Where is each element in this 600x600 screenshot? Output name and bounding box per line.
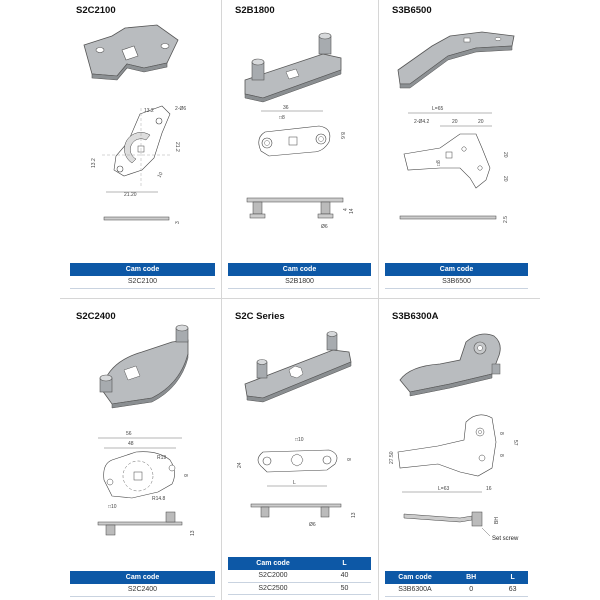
table-header: BH [445, 571, 498, 584]
table-header: Cam code [385, 571, 445, 584]
dimension-label: 10 [157, 171, 165, 179]
dimension-label: 16 [486, 486, 492, 492]
table-cell: 50 [318, 582, 371, 595]
product-drawing: L=65 2-Ø4.2 20 20 □8 20 20 2.5 [380, 18, 535, 263]
technical-drawing-svg: 36 □8 8.6 14 4 Ø6 [244, 32, 355, 230]
table-cell: S3B6500 [385, 276, 528, 289]
table-cell: S2C2100 [70, 276, 215, 289]
dimension-label: R14.8 [152, 496, 166, 502]
dimension-label: Ø6 [321, 224, 328, 230]
dimension-label: 20 [452, 119, 458, 125]
table-header: Cam code [228, 557, 318, 570]
technical-drawing-svg: 56 48 R19 8 R14.8 □10 13 [97, 324, 196, 536]
dimension-label: L [293, 480, 296, 486]
dimension-label: □8 [436, 160, 442, 166]
dimension-label: R19 [157, 455, 166, 461]
cam-code-table: Cam code L S2C2000 40 S2C2500 50 [228, 557, 371, 595]
dimension-label: □10 [108, 504, 117, 510]
dimension-label: 8 [498, 454, 504, 457]
product-title: S2C Series [235, 311, 285, 322]
dimension-label: 13.2 [91, 158, 97, 168]
technical-drawing-svg: L=65 2-Ø4.2 20 20 □8 20 20 2.5 [397, 31, 515, 223]
dimension-label: 2-Ø6 [175, 106, 186, 112]
table-header: Cam code [228, 263, 371, 276]
dimension-label: 20 [502, 152, 508, 158]
product-title: S2C2100 [76, 5, 116, 16]
product-title: S2C2400 [76, 311, 116, 322]
table-header: L [497, 571, 528, 584]
dimension-label: 20 [502, 176, 508, 182]
product-drawing: 56 48 R19 8 R14.8 □10 13 [62, 322, 217, 567]
product-title: S3B6300A [392, 311, 439, 322]
table-header: L [318, 557, 371, 570]
dimension-label: 24 [237, 462, 243, 468]
dimension-label: 8 [345, 458, 351, 461]
dimension-label: L=65 [432, 106, 443, 112]
table-cell: 63 [497, 584, 528, 597]
table-cell: S2C2500 [228, 582, 318, 595]
table-cell: S2C2400 [70, 584, 215, 597]
technical-drawing-svg: 27.50 8 8 57 L=63 16 BH Set screw [389, 333, 519, 542]
dimension-label: 2.5 [503, 216, 509, 223]
table-cell: S2C2000 [228, 570, 318, 583]
dimension-label: 36 [283, 105, 289, 111]
column-divider [378, 0, 379, 600]
dimension-label: 20 [478, 119, 484, 125]
product-title: S2B1800 [235, 5, 275, 16]
dimension-label: 21.20 [124, 192, 137, 198]
dimension-label: 4 [343, 208, 349, 211]
table-cell: S3B6300A [385, 584, 445, 597]
dimension-label: 13 [351, 512, 357, 518]
table-header: Cam code [385, 263, 528, 276]
product-drawing: □10 24 8 L 13 Ø6 [223, 322, 378, 557]
dimension-label: 8 [498, 432, 504, 435]
dimension-label: 13 [190, 530, 196, 536]
dimension-label: 48 [128, 441, 134, 447]
dimension-label: 8 [182, 474, 188, 477]
dimension-label: 57 [512, 440, 518, 446]
table-cell: 0 [445, 584, 498, 597]
dimension-label: 27.50 [389, 451, 395, 464]
product-drawing: 13.2 2-Ø6 21.2 13.2 10 21.20 3 [62, 18, 217, 263]
dimension-label: 13.2 [144, 108, 154, 114]
dimension-label: 21.2 [174, 142, 180, 152]
product-drawing: 27.50 8 8 57 L=63 16 BH Set screw [380, 322, 535, 557]
table-cell: S2B1800 [228, 276, 371, 289]
dimension-label: □8 [279, 115, 285, 121]
dimension-label: 14 [349, 208, 355, 214]
cam-code-table: Cam code S2C2400 [70, 571, 215, 597]
technical-drawing-svg: 13.2 2-Ø6 21.2 13.2 10 21.20 3 [83, 24, 186, 224]
dimension-label: 56 [126, 431, 132, 437]
column-divider [221, 0, 222, 600]
set-screw-note: Set screw [492, 536, 519, 542]
dimension-label: 8.6 [339, 132, 345, 139]
cam-code-table: Cam code BH L S3B6300A 0 63 [385, 571, 528, 597]
dimension-label: L=63 [438, 486, 449, 492]
cam-code-table: Cam code S3B6500 [385, 263, 528, 289]
table-cell: 40 [318, 570, 371, 583]
product-drawing: 36 □8 8.6 14 4 Ø6 [223, 18, 378, 263]
dimension-label: BH [494, 517, 500, 524]
row-divider [60, 298, 540, 299]
table-header: Cam code [70, 571, 215, 584]
dimension-label: □10 [295, 437, 304, 443]
table-header: Cam code [70, 263, 215, 276]
cam-code-table: Cam code S2C2100 [70, 263, 215, 289]
dimension-label: Ø6 [309, 522, 316, 528]
dimension-label: 2-Ø4.2 [414, 119, 430, 125]
dimension-label: 3 [175, 221, 181, 224]
product-title: S3B6500 [392, 5, 432, 16]
technical-drawing-svg: □10 24 8 L 13 Ø6 [237, 331, 357, 528]
cam-code-table: Cam code S2B1800 [228, 263, 371, 289]
